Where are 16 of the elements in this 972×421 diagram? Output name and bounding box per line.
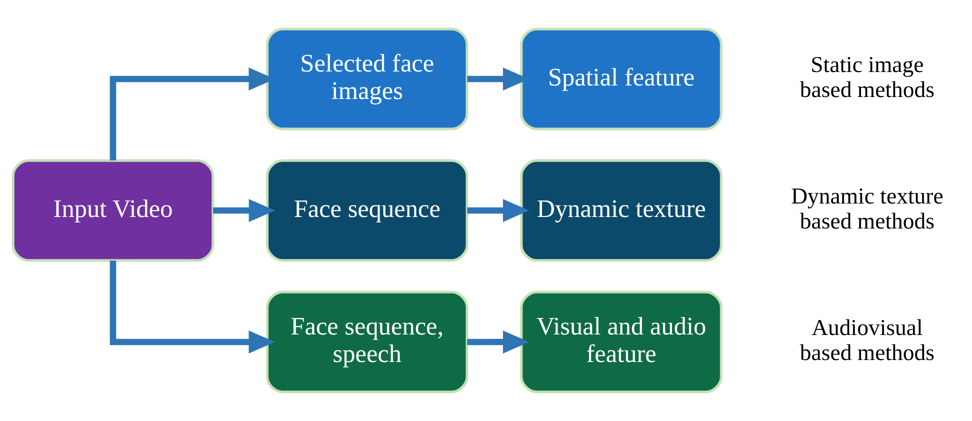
arrow bbox=[213, 199, 276, 222]
node-label: Static image based methods bbox=[800, 52, 935, 102]
node-label: Dynamic texture based methods bbox=[791, 183, 944, 234]
node-box: Face sequence bbox=[266, 159, 468, 262]
arrow bbox=[467, 68, 530, 90]
node-box: Input Video bbox=[12, 159, 214, 262]
arrow bbox=[467, 330, 530, 354]
node-box: Face sequence, speech bbox=[266, 290, 468, 394]
node-box: Selected face images bbox=[266, 28, 468, 130]
arrow bbox=[110, 68, 275, 160]
node-box: Visual and audio feature bbox=[520, 290, 722, 394]
arrow bbox=[467, 199, 530, 222]
node-box: Spatial feature bbox=[520, 28, 722, 130]
node-box: Dynamic texture bbox=[520, 159, 722, 262]
arrow bbox=[110, 260, 275, 354]
node-label: Audiovisual based methods bbox=[800, 314, 935, 366]
